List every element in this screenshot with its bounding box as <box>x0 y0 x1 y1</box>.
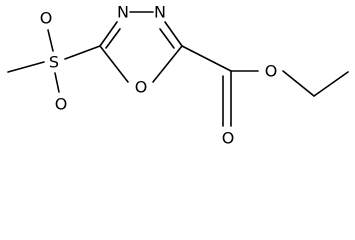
chemical-structure: S O O N N O O O <box>7 3 349 148</box>
bond-sulfur-oxygen-top <box>47 29 54 52</box>
bond-c5-n4 <box>99 21 118 47</box>
bond-n3-c2-double <box>159 28 175 49</box>
bond-c5-n4-double <box>105 28 121 49</box>
atom-sulfonyl-oxygen-top: O <box>40 9 53 28</box>
bond-ester-oxygen-ch2 <box>282 70 315 97</box>
bond-ch2-ch3 <box>313 71 349 97</box>
bond-o1-c5 <box>99 45 129 83</box>
atom-sulfonyl-oxygen-bottom: O <box>55 95 68 114</box>
bond-n3-c2 <box>164 21 183 47</box>
atom-labels: S O O N N O O O <box>40 3 278 148</box>
atom-ring-oxygen: O <box>135 78 148 97</box>
bond-sulfur-oxygen-bottom <box>54 72 60 93</box>
atom-sulfur: S <box>49 53 59 72</box>
bond-methyl-sulfur <box>7 61 45 73</box>
bonds <box>7 11 349 127</box>
bond-ring-carbonyl <box>181 45 232 72</box>
bond-sulfur-ring-carbon <box>64 45 101 60</box>
atom-nitrogen-right: N <box>154 3 166 22</box>
atom-carbonyl-oxygen: O <box>222 129 235 148</box>
bond-c2-o1 <box>152 45 183 83</box>
atom-ester-oxygen: O <box>265 62 278 81</box>
atom-nitrogen-left: N <box>117 3 129 22</box>
